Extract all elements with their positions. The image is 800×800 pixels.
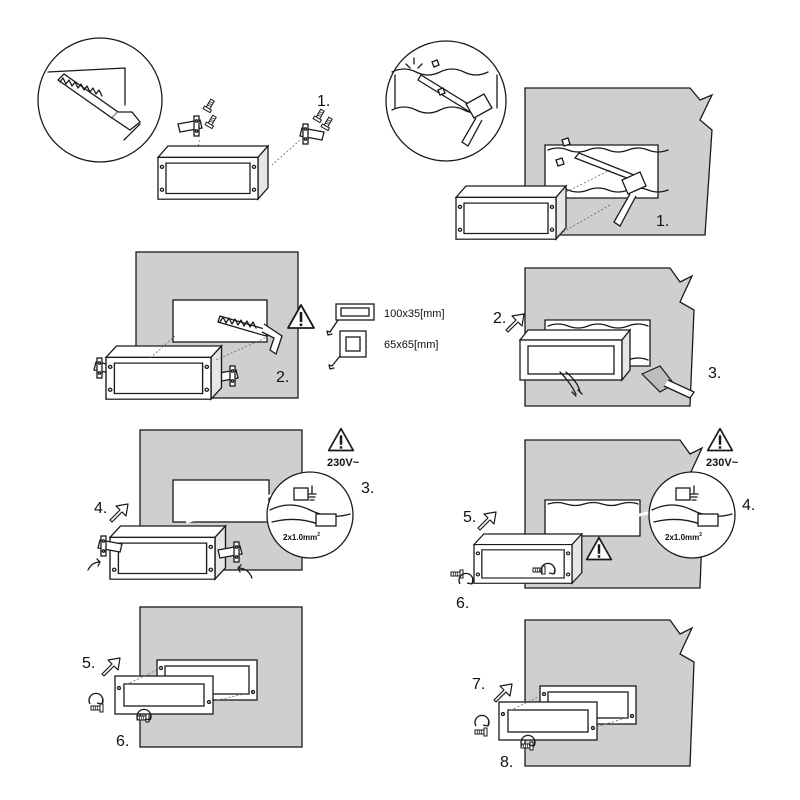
step-label: 1. [317, 93, 330, 110]
rotate-clip-arrow [87, 558, 101, 571]
step-label: 3. [708, 365, 721, 382]
terminal-block [697, 513, 719, 527]
step-label: 6. [456, 595, 469, 612]
step-label: 5. [82, 655, 95, 672]
step-label: 4. [742, 497, 755, 514]
screw-icon [320, 115, 335, 132]
screw-icon [204, 113, 219, 130]
screwdriver-rotation-icon [458, 572, 474, 585]
step-label: 7. [472, 676, 485, 693]
step-label: 3. [361, 480, 374, 497]
warning-triangle-icon [706, 427, 734, 452]
voltage-label: 230V~ [327, 457, 360, 469]
panel-wiring-clips: 4. 2x1.0mm2 230V~ 3. [87, 427, 374, 580]
screw-icon [312, 107, 327, 124]
push-arrow-icon [101, 657, 121, 677]
saw-icon [47, 67, 141, 141]
step-label: 1. [656, 213, 669, 230]
luminaire-housing [473, 533, 583, 584]
supply-cable [559, 371, 581, 395]
trowel-icon [640, 365, 695, 399]
screw-icon [450, 569, 464, 579]
screw-icon [90, 703, 104, 713]
square-cutout-dimension: 65x65[mm] [384, 339, 438, 351]
push-arrow-icon [505, 313, 525, 333]
panel-saw-cutout: 2. 100x35[mm] 65x65[mm] [93, 251, 445, 400]
panel-cover-masonry: 7. 8. [472, 619, 695, 771]
ground-symbol-icon [689, 485, 699, 501]
push-arrow-icon [493, 683, 513, 703]
wire-spec: 2x1.0mm2 [283, 532, 320, 542]
push-arrow-icon [109, 503, 129, 523]
warning-triangle-icon [327, 427, 355, 452]
push-arrow-icon [477, 511, 497, 531]
panel-cover-drywall: 5. 6. [82, 606, 303, 750]
luminaire-housing [455, 185, 567, 240]
step-label: 5. [463, 509, 476, 526]
terminal-block [315, 513, 337, 527]
ground-symbol-icon [307, 485, 317, 501]
wire-spec: 2x1.0mm2 [665, 532, 702, 542]
luminaire-housing [157, 145, 269, 200]
panel-insert-masonry: 2. 3. [493, 267, 721, 407]
hammer-icon [613, 171, 647, 227]
luminaire-housing [105, 345, 223, 400]
terminal-block [675, 487, 691, 501]
panel-wiring-screws: 5. 6. 2x1.0mm2 230V~ 4. [450, 427, 755, 612]
voltage-label: 230V~ [706, 457, 739, 469]
step-label: 4. [94, 500, 107, 517]
hammer-icon [465, 93, 493, 119]
step-label: 2. [276, 369, 289, 386]
screwdriver-rotation-icon [88, 692, 104, 705]
wiring-detail-circle [648, 471, 736, 559]
screw-icon [474, 727, 488, 737]
screwdriver-rotation-icon [474, 714, 490, 727]
step-label: 8. [500, 754, 513, 771]
terminal-block [293, 487, 309, 501]
panel-chisel-wall: 1. [385, 40, 714, 240]
wiring-detail-circle [266, 471, 354, 559]
rotate-clip-arrow [237, 564, 253, 579]
panel-prepare-box: 1. [37, 37, 335, 200]
saw-icon [217, 315, 283, 356]
luminaire-housing [109, 525, 227, 580]
step-label: 2. [493, 310, 506, 327]
step-label: 6. [116, 733, 129, 750]
rect-cutout-dimension: 100x35[mm] [384, 308, 445, 320]
mounting-clip [177, 115, 203, 137]
screw-icon [202, 97, 217, 114]
mounting-clip [299, 123, 325, 145]
